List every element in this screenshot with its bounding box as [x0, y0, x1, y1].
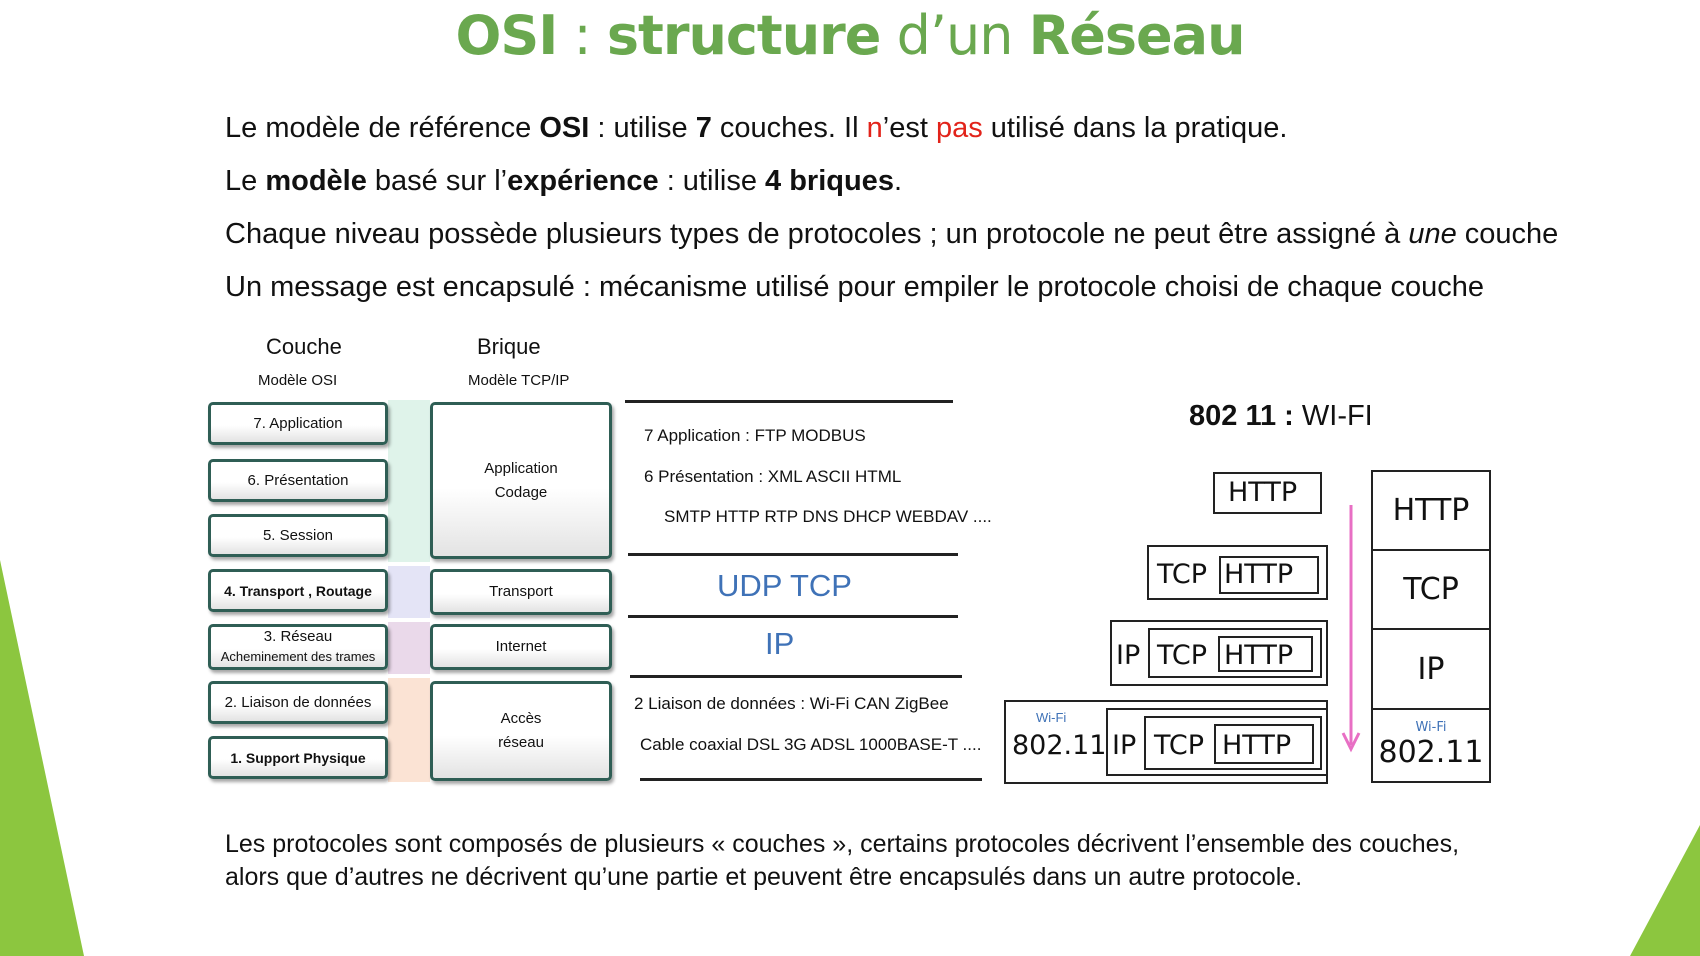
wifi-tag: Wi-Fi — [1036, 710, 1067, 725]
stack-cell-tcp: TCP — [1371, 549, 1491, 630]
intro-line-2: Le modèle basé sur l’expérience : utilis… — [225, 165, 903, 197]
tcp-label: TCP — [1154, 730, 1205, 761]
title-part-dun: d’un — [880, 4, 1029, 67]
protocol-link-line-1: 2 Liaison de données : Wi-Fi CAN ZigBee — [634, 694, 949, 713]
osi-layer-4: 4. Transport , Routage — [208, 569, 388, 612]
osi-layer-7: 7. Application — [208, 402, 388, 445]
slide-title: OSI : structure d’un Réseau — [0, 4, 1700, 67]
stack-cell-http: HTTP — [1371, 470, 1491, 551]
band-transport — [388, 566, 430, 618]
title-part-structure: structure — [606, 4, 882, 67]
couche-header: Couche — [266, 334, 342, 359]
http-label: HTTP — [1224, 640, 1294, 671]
ip-label: IP — [1116, 640, 1141, 671]
left-green-triangle — [0, 560, 84, 956]
band-internet — [388, 622, 430, 674]
stack-cell-ip: IP — [1371, 628, 1491, 710]
separator-line — [630, 675, 962, 678]
protocol-app-line-1: 7 Application : FTP MODBUS — [644, 426, 866, 445]
separator-line — [628, 553, 958, 556]
footer-line-1: Les protocoles sont composés de plusieur… — [225, 830, 1460, 858]
protocol-app-line-2: 6 Présentation : XML ASCII HTML — [644, 467, 902, 486]
title-part-reseau: Réseau — [1028, 4, 1246, 67]
separator-line — [625, 400, 953, 403]
right-green-triangle — [1630, 825, 1700, 956]
http-frame — [1213, 472, 1322, 514]
footer-line-2: alors que d’autres ne décrivent qu’une p… — [225, 863, 1303, 891]
intro-line-4: Un message est encapsulé : mécanisme uti… — [225, 271, 1484, 303]
osi-layer-2: 2. Liaison de données — [208, 681, 388, 724]
tcp-label: TCP — [1157, 559, 1208, 590]
osi-model-label: Modèle OSI — [258, 372, 338, 389]
encapsulation-title: 802 11 : WI-FI — [1189, 400, 1373, 432]
down-arrow-icon — [1341, 505, 1361, 753]
band-application — [388, 400, 430, 562]
tcp-label: TCP — [1157, 640, 1208, 671]
http-label: HTTP — [1228, 477, 1298, 508]
http-label: HTTP — [1224, 559, 1294, 590]
protocol-transport: UDP TCP — [717, 568, 852, 603]
intro-line-3: Chaque niveau possède plusieurs types de… — [225, 218, 1559, 250]
intro-line-1: Le modèle de référence OSI : utilise 7 c… — [225, 112, 1288, 144]
http-label: HTTP — [1222, 730, 1292, 761]
protocol-link-line-2: Cable coaxial DSL 3G ADSL 1000BASE-T ...… — [640, 735, 982, 754]
footer-paragraph: Les protocoles sont composés de plusieur… — [225, 828, 1459, 894]
protocol-internet: IP — [765, 626, 795, 661]
osi-layer-1: 1. Support Physique — [208, 736, 388, 779]
brique-header: Brique — [477, 334, 541, 359]
osi-layer-5: 5. Session — [208, 514, 388, 557]
tcpip-block-transport: Transport — [430, 569, 612, 615]
http-frame — [1218, 636, 1313, 672]
tcpip-block-internet: Internet — [430, 624, 612, 670]
ip-label: IP — [1112, 730, 1137, 761]
band-access — [388, 678, 430, 782]
http-frame — [1214, 724, 1314, 764]
title-part-osi: OSI — [455, 4, 558, 67]
http-frame — [1219, 556, 1319, 594]
tcpip-model-label: Modèle TCP/IP — [468, 372, 570, 389]
separator-line — [640, 778, 982, 781]
osi-layer-6: 6. Présentation — [208, 459, 388, 502]
protocol-app-line-3: SMTP HTTP RTP DNS DHCP WEBDAV .... — [664, 507, 992, 526]
wifi-code-label: 802.11 — [1012, 730, 1107, 761]
title-part-sep: : — [557, 4, 607, 67]
separator-line — [628, 615, 958, 618]
